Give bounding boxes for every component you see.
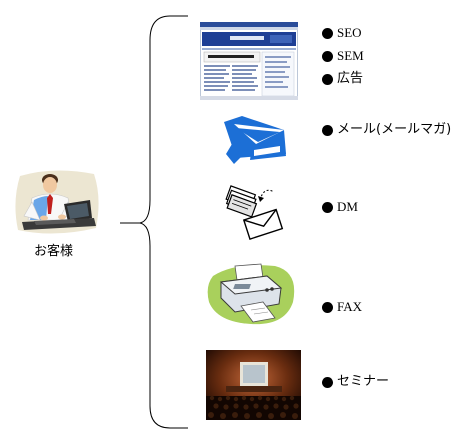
email-envelope-icon bbox=[224, 116, 286, 164]
bullet-icon bbox=[322, 301, 333, 313]
fax-illustration bbox=[205, 262, 297, 328]
fax-machine-icon bbox=[207, 263, 295, 325]
seminar-hall-icon bbox=[206, 350, 301, 420]
email-illustration bbox=[214, 114, 290, 170]
dm-illustration bbox=[220, 182, 286, 240]
bullet-icon bbox=[322, 50, 333, 62]
bullet-icon bbox=[322, 27, 333, 39]
businessman-laptop-icon bbox=[15, 170, 99, 234]
bullet-icon bbox=[322, 376, 333, 388]
website-thumbnail bbox=[199, 21, 299, 101]
bullet-icon bbox=[322, 201, 333, 213]
label-ad: 広告 bbox=[322, 71, 363, 87]
website-screenshot-icon bbox=[199, 21, 299, 101]
label-seo: SEO bbox=[322, 25, 362, 41]
label-fax: FAX bbox=[322, 299, 362, 315]
direct-mail-icon bbox=[225, 185, 284, 240]
label-seminar: セミナー bbox=[322, 374, 389, 390]
customer-label: お客様 bbox=[34, 244, 74, 259]
grouping-brace bbox=[120, 15, 188, 429]
label-sem: SEM bbox=[322, 48, 364, 64]
bullet-icon bbox=[322, 124, 333, 136]
label-email: メール(メールマガ) bbox=[322, 122, 451, 138]
seminar-photo bbox=[206, 350, 301, 420]
bullet-icon bbox=[322, 73, 333, 85]
customer-figure bbox=[14, 168, 100, 238]
label-dm: DM bbox=[322, 199, 358, 215]
